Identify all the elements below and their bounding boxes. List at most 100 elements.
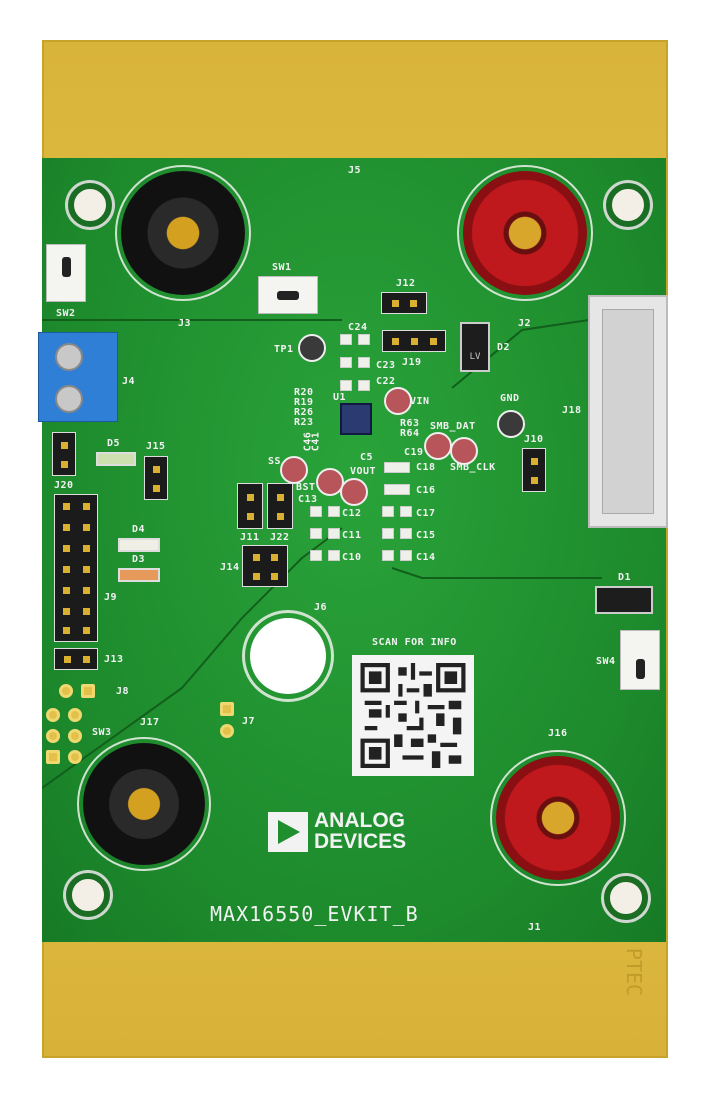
label-j7: J7 xyxy=(242,716,256,727)
label-c41: C41 xyxy=(310,431,322,452)
label-j11: J11 xyxy=(240,532,260,543)
label-ss: SS xyxy=(268,456,282,467)
label-c18: C18 xyxy=(416,462,436,473)
j6-outline xyxy=(242,610,334,702)
testpoint-ss[interactable] xyxy=(280,456,308,484)
switch-sw4[interactable] xyxy=(620,630,660,690)
label-r20: R20 xyxy=(294,387,314,398)
mounting-hole xyxy=(68,183,112,227)
pad-sw3 xyxy=(68,708,82,722)
label-c17: C17 xyxy=(416,508,436,519)
led-d5 xyxy=(96,452,136,466)
diode-d2: LV xyxy=(460,322,490,372)
led-d3 xyxy=(118,568,160,582)
header-j11[interactable] xyxy=(237,483,263,529)
label-j5: J5 xyxy=(348,165,362,176)
qr-code[interactable] xyxy=(352,655,474,776)
label-j20: J20 xyxy=(54,480,74,491)
header-j19[interactable] xyxy=(382,330,446,352)
testpoint-smb-clk[interactable] xyxy=(450,437,478,465)
connector-j18[interactable] xyxy=(588,295,668,528)
binding-post-j16-red[interactable] xyxy=(496,756,620,880)
label-r64: R64 xyxy=(400,428,420,439)
analog-devices-logo-mark xyxy=(268,812,308,852)
mounting-hole xyxy=(66,873,110,917)
testpoint-vin[interactable] xyxy=(384,387,412,415)
header-j20-small[interactable] xyxy=(52,432,76,476)
label-j12: J12 xyxy=(396,278,416,289)
pad-j8 xyxy=(59,684,73,698)
header-j13[interactable] xyxy=(54,648,98,670)
pad-sw3 xyxy=(46,708,60,722)
label-j17: J17 xyxy=(140,717,160,728)
label-c23: C23 xyxy=(376,360,396,371)
label-j19: J19 xyxy=(402,357,422,368)
switch-sw1[interactable] xyxy=(258,276,318,314)
binding-post-j3-black[interactable] xyxy=(121,171,245,295)
mounting-hole xyxy=(606,183,650,227)
label-j15: J15 xyxy=(146,441,166,452)
header-j15[interactable] xyxy=(144,456,168,500)
j17-outline xyxy=(77,737,211,871)
j6-hole xyxy=(250,618,326,694)
j3-outline xyxy=(115,165,251,301)
label-r19: R19 xyxy=(294,397,314,408)
j2-outline xyxy=(457,165,593,301)
scan-for-info-label: SCAN FOR INFO xyxy=(372,637,457,648)
label-c12: C12 xyxy=(342,508,362,519)
ic-u1 xyxy=(340,403,372,435)
board-name: MAX16550_EVKIT_B xyxy=(210,902,419,926)
binding-post-j2-red[interactable] xyxy=(463,171,587,295)
binding-post-j17-black[interactable] xyxy=(83,743,205,865)
label-j3: J3 xyxy=(178,318,192,329)
testpoint-smb-dat[interactable] xyxy=(424,432,452,460)
label-j6: J6 xyxy=(314,602,328,613)
label-vout: VOUT xyxy=(350,466,377,477)
label-smb-clk: SMB_CLK xyxy=(450,462,496,473)
pad-sw3 xyxy=(68,729,82,743)
label-d5: D5 xyxy=(107,438,121,449)
label-c15: C15 xyxy=(416,530,436,541)
header-j14[interactable] xyxy=(242,545,288,587)
label-j18: J18 xyxy=(562,405,582,416)
label-r26: R26 xyxy=(294,407,314,418)
label-sw3: SW3 xyxy=(92,727,112,738)
label-j1: J1 xyxy=(528,922,542,933)
label-j10: J10 xyxy=(524,434,544,445)
pad-j7 xyxy=(220,702,234,716)
header-j9[interactable] xyxy=(54,494,98,642)
label-gnd: GND xyxy=(500,393,520,404)
pad-j7 xyxy=(220,724,234,738)
testpoint-vout[interactable] xyxy=(340,478,368,506)
header-j10[interactable] xyxy=(522,448,546,492)
label-c11: C11 xyxy=(342,530,362,541)
switch-sw2[interactable] xyxy=(46,244,86,302)
testpoint-gnd[interactable] xyxy=(497,410,525,438)
pad-j8 xyxy=(81,684,95,698)
led-d4 xyxy=(118,538,160,552)
terminal-block-j4[interactable] xyxy=(38,332,118,422)
label-bst: BST xyxy=(296,482,316,493)
label-r23: R23 xyxy=(294,417,314,428)
label-j14: J14 xyxy=(220,562,240,573)
label-u1: U1 xyxy=(333,392,347,403)
label-c16: C16 xyxy=(416,485,436,496)
tape-text: PTEC xyxy=(622,947,647,997)
label-tp1: TP1 xyxy=(274,344,294,355)
j16-outline xyxy=(490,750,626,886)
label-j2: J2 xyxy=(518,318,532,329)
label-j22: J22 xyxy=(270,532,290,543)
header-j22[interactable] xyxy=(267,483,293,529)
label-c14: C14 xyxy=(416,552,436,563)
label-smb-dat: SMB_DAT xyxy=(430,421,476,432)
label-sw4: SW4 xyxy=(596,656,616,667)
label-j4: J4 xyxy=(122,376,136,387)
label-vin: VIN xyxy=(410,396,430,407)
screw-icon[interactable] xyxy=(55,343,83,371)
screw-icon[interactable] xyxy=(55,385,83,413)
label-j9: J9 xyxy=(104,592,118,603)
header-j12[interactable] xyxy=(381,292,427,314)
label-c5: C5 xyxy=(360,452,374,463)
testpoint-tp1[interactable] xyxy=(298,334,326,362)
